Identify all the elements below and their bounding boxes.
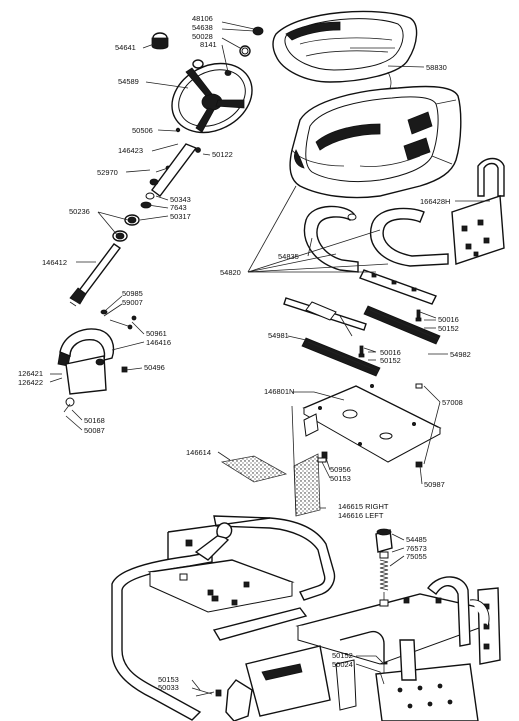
label-146423: 146423 bbox=[118, 146, 143, 155]
seat-assembly-part bbox=[289, 85, 462, 199]
seat-track-54982-part bbox=[363, 305, 441, 345]
label-50987: 50987 bbox=[424, 480, 445, 489]
label-50016-a: 50016 bbox=[438, 315, 459, 324]
label-50317: 50317 bbox=[170, 212, 191, 221]
steering-hardware bbox=[155, 26, 264, 173]
steering-column-part bbox=[69, 143, 198, 307]
label-50028: 50028 bbox=[192, 32, 213, 41]
steering-cap-part bbox=[151, 32, 204, 69]
label-58830: 58830 bbox=[426, 63, 447, 72]
label-54485: 54485 bbox=[406, 535, 427, 544]
label-166428H: 166428H bbox=[420, 197, 450, 206]
label-8141: 8141 bbox=[200, 40, 217, 49]
label-52970: 52970 bbox=[97, 168, 118, 177]
label-50152-b: 50152 bbox=[380, 356, 401, 365]
label-54982: 54982 bbox=[450, 350, 471, 359]
seat-slide-rod-part bbox=[283, 297, 367, 337]
label-54981: 54981 bbox=[268, 331, 289, 340]
label-50152-c: 50152 bbox=[332, 651, 353, 660]
label-54638: 54638 bbox=[192, 23, 213, 32]
label-146615-right: 146615 RIGHT bbox=[338, 502, 389, 511]
label-50985: 50985 bbox=[122, 289, 143, 298]
label-54820: 54820 bbox=[220, 268, 241, 277]
label-50236: 50236 bbox=[69, 207, 90, 216]
label-57008: 57008 bbox=[442, 398, 463, 407]
seat-track-54981-part bbox=[301, 337, 381, 377]
label-76573: 76573 bbox=[406, 544, 427, 553]
label-50087: 50087 bbox=[84, 426, 105, 435]
label-146616-left: 146616 LEFT bbox=[338, 511, 384, 520]
label-50956: 50956 bbox=[330, 465, 351, 474]
label-126422: 126422 bbox=[18, 378, 43, 387]
steering-wheel-part bbox=[171, 62, 253, 134]
label-50033: 50033 bbox=[158, 683, 179, 692]
label-126421: 126421 bbox=[18, 369, 43, 378]
seat-rail-upper-part bbox=[359, 269, 437, 305]
label-50153-a: 50153 bbox=[330, 474, 351, 483]
label-59007: 59007 bbox=[122, 298, 143, 307]
seat-u-bar-right-part bbox=[370, 207, 449, 267]
label-50016-b: 50016 bbox=[380, 348, 401, 357]
label-7643: 7643 bbox=[170, 203, 187, 212]
rail-bolts bbox=[358, 309, 422, 358]
label-54589: 54589 bbox=[118, 77, 139, 86]
label-146412: 146412 bbox=[42, 258, 67, 267]
seat-mounting-plate-part bbox=[302, 383, 442, 468]
seat-bracket-part bbox=[451, 157, 505, 265]
label-75055: 75055 bbox=[406, 552, 427, 561]
label-50506: 50506 bbox=[132, 126, 153, 135]
label-146614: 146614 bbox=[186, 448, 211, 457]
leader-lines bbox=[49, 21, 490, 695]
label-50152-a: 50152 bbox=[438, 324, 459, 333]
label-54835: 54835 bbox=[278, 252, 299, 261]
label-146416: 146416 bbox=[146, 338, 171, 347]
label-50343: 50343 bbox=[170, 195, 191, 204]
floor-pad-part bbox=[220, 455, 288, 483]
side-panel-part bbox=[293, 451, 328, 517]
label-50961: 50961 bbox=[146, 329, 167, 338]
steering-sector-part bbox=[57, 309, 137, 413]
label-50024: 50024 bbox=[332, 660, 353, 669]
label-50168: 50168 bbox=[84, 416, 105, 425]
label-48106: 48106 bbox=[192, 14, 213, 23]
label-50496: 50496 bbox=[144, 363, 165, 372]
label-146801N: 146801N bbox=[264, 387, 294, 396]
tractor-frame-part bbox=[111, 515, 501, 721]
label-54641: 54641 bbox=[115, 43, 136, 52]
seat-cushion-part bbox=[272, 10, 418, 99]
part-number-labels: 48106 54638 50028 8141 54641 58830 54589… bbox=[18, 14, 471, 692]
label-50153-b: 50153 bbox=[158, 675, 179, 684]
label-50122: 50122 bbox=[212, 150, 233, 159]
